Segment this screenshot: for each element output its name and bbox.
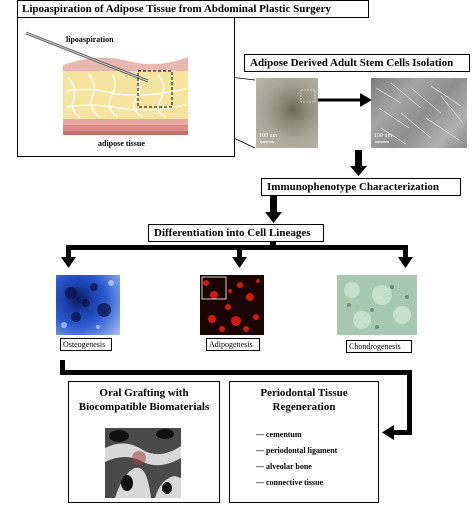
scaffold-pores	[109, 429, 174, 494]
chondro-texture	[344, 282, 411, 329]
colony-zoom-box	[300, 89, 316, 103]
periodontal-item-text: periodontal ligament	[266, 446, 338, 455]
periodontal-box: Periodontal Tissue Regeneration — cement…	[229, 381, 379, 503]
needle-label: lipoaspiration	[66, 35, 114, 44]
lower-arrow-drop	[60, 360, 65, 374]
lipoaspiration-box: lipoaspiration adipose tissue	[17, 12, 235, 157]
chondro-cells	[347, 285, 409, 329]
immuno-title-box: Immunophenotype Characterization	[261, 178, 461, 196]
fibroblast-texture	[375, 82, 464, 145]
chondrogenesis-label: Chondrogenesis	[349, 342, 401, 351]
arrowhead-osteo	[61, 257, 76, 268]
chondrogenesis-label-box: Chondrogenesis	[346, 340, 412, 353]
lower-arrow-hook	[392, 430, 412, 435]
micrograph-fibroblast: 100 um	[371, 78, 467, 148]
branch-stem	[270, 240, 276, 248]
lower-arrow-horizontal	[60, 370, 412, 375]
chondrogenesis-micrograph	[337, 275, 417, 335]
scale-label-right: 100 um	[374, 133, 393, 139]
abdominal-tissue-illustration	[25, 31, 188, 135]
periodontal-item: — cementum	[256, 430, 302, 439]
muscle-layer-3	[63, 131, 188, 135]
adipogenesis-micrograph	[200, 275, 264, 335]
adipo-inset-frame	[201, 276, 227, 300]
adipo-texture	[201, 276, 260, 332]
osteo-deposits	[65, 283, 111, 322]
osteo-texture	[61, 280, 114, 329]
periodontal-item-text: connective tissue	[266, 478, 324, 487]
differentiation-title: Differentiation into Cell Lineages	[154, 227, 311, 239]
sem-texture	[105, 429, 181, 498]
osteogenesis-micrograph	[56, 275, 120, 335]
chondro-matrix	[344, 282, 411, 329]
muscle-layer-1	[63, 119, 188, 125]
periodontal-item-text: cementum	[266, 430, 302, 439]
lipoaspiration-title-box: Lipoaspiration of Adipose Tissue from Ab…	[17, 0, 369, 18]
fibroblast-cells	[375, 82, 464, 145]
periodontal-item-text: alveolar bone	[266, 462, 312, 471]
skin-layer	[63, 57, 188, 75]
periodontal-item: — connective tissue	[256, 478, 324, 487]
lipoaspiration-title: Lipoaspiration of Adipose Tissue from Ab…	[22, 3, 331, 15]
arrow-shaft-chondro	[403, 245, 408, 259]
arrow-shaft-osteo	[66, 245, 71, 259]
arrowhead-adipo	[232, 257, 247, 268]
lower-arrow-vertical	[407, 370, 412, 434]
immuno-title: Immunophenotype Characterization	[267, 181, 440, 193]
arrowhead-chondro	[398, 257, 413, 268]
micrograph-colony: 100 um	[256, 78, 318, 148]
muscle-layer-2	[63, 125, 188, 131]
scale-label-left: 100 um	[259, 133, 278, 139]
cannula-highlight	[25, 32, 149, 82]
periodontal-item: — periodontal ligament	[256, 446, 338, 455]
oral-title-line2: Biocompatible Biomaterials	[78, 401, 210, 413]
periodontal-title-line2: Regeneration	[272, 401, 336, 413]
isolation-title: Adipose Derived Adult Stem Cells Isolati…	[250, 57, 454, 69]
adipo-lipid-droplets	[203, 279, 260, 332]
biomaterial-sem-image	[105, 428, 181, 498]
colony-texture	[260, 89, 316, 143]
arrowhead-micrographs	[360, 93, 372, 107]
zoom-selection-box	[137, 70, 173, 108]
isolation-title-box: Adipose Derived Adult Stem Cells Isolati…	[244, 54, 470, 72]
arrow-shaft-adipo	[237, 245, 242, 259]
osteogenesis-label-box: Osteogenesis	[60, 338, 112, 351]
lower-arrowhead	[382, 425, 394, 440]
oral-grafting-box: Oral Grafting with Biocompatible Biomate…	[68, 381, 220, 503]
differentiation-title-box: Differentiation into Cell Lineages	[148, 224, 324, 242]
arrowhead-immuno	[350, 166, 367, 176]
arrow-shaft-diff	[270, 196, 277, 214]
seeded-cells	[132, 451, 146, 465]
adipogenesis-label-box: Adipogenesis	[206, 338, 260, 351]
arrow-shaft-immuno	[355, 150, 362, 168]
osteogenesis-label: Osteogenesis	[63, 340, 106, 349]
oral-title-line1: Oral Grafting with	[99, 387, 189, 399]
arrowhead-diff	[265, 212, 282, 223]
periodontal-title-line1: Periodontal Tissue	[260, 387, 348, 399]
osteo-highlights	[61, 280, 114, 329]
tissue-label: adipose tissue	[98, 139, 145, 148]
periodontal-item: — alveolar bone	[256, 462, 312, 471]
fat-septa	[65, 72, 187, 118]
adipogenesis-label: Adipogenesis	[209, 340, 253, 349]
